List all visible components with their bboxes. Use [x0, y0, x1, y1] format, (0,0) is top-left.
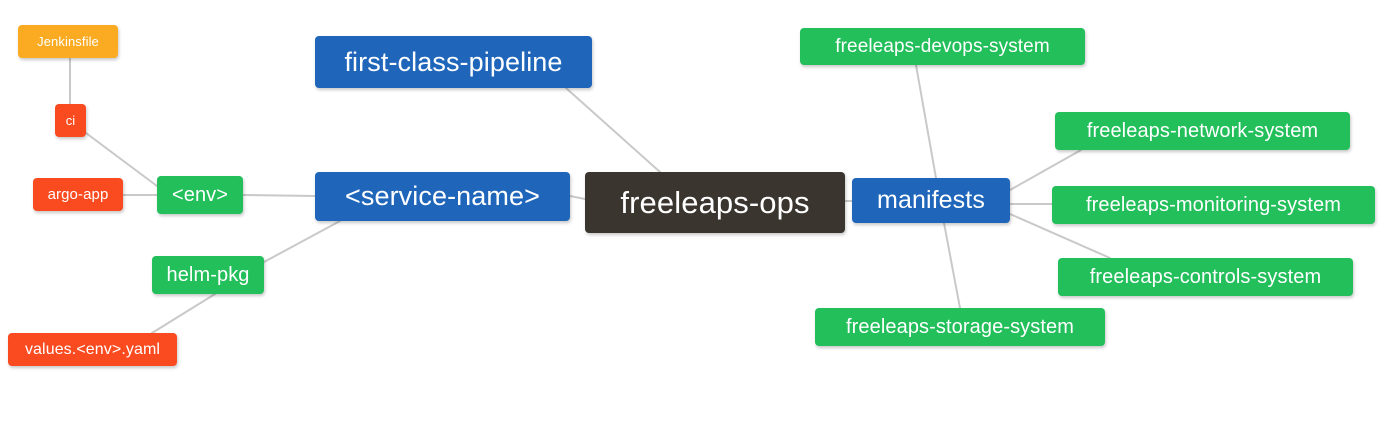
node-label: <service-name> [345, 181, 540, 211]
node-helm-pkg[interactable]: helm-pkg [152, 256, 264, 294]
node-storage-system[interactable]: freeleaps-storage-system [815, 308, 1105, 346]
node-ci[interactable]: ci [55, 104, 86, 137]
node-label: freeleaps-ops [620, 185, 810, 220]
node-label: helm-pkg [166, 264, 250, 286]
edge-values-env-yaml-to-helm-pkg [151, 293, 216, 334]
edge-first-class-pipeline-to-freeleaps-ops [565, 87, 661, 173]
node-jenkinsfile[interactable]: Jenkinsfile [18, 25, 118, 58]
node-label: freeleaps-devops-system [835, 36, 1050, 57]
edge-service-name-to-freeleaps-ops [569, 195, 586, 200]
edge-helm-pkg-to-service-name [263, 220, 341, 263]
node-label: argo-app [47, 186, 109, 203]
node-argo-app[interactable]: argo-app [33, 178, 123, 211]
node-service-name[interactable]: <service-name> [315, 172, 570, 221]
edge-manifests-to-devops-system [915, 64, 937, 179]
node-values-env-yaml[interactable]: values.<env>.yaml [8, 333, 177, 366]
node-freeleaps-ops[interactable]: freeleaps-ops [585, 172, 845, 233]
node-label: <env> [171, 184, 229, 206]
node-label: freeleaps-storage-system [845, 316, 1075, 338]
edge-manifests-to-storage-system [943, 222, 961, 309]
edge-env-to-service-name [242, 194, 316, 197]
node-label: Jenkinsfile [37, 34, 99, 49]
node-label: first-class-pipeline [344, 46, 563, 77]
node-label: ci [65, 113, 76, 128]
node-devops-system[interactable]: freeleaps-devops-system [800, 28, 1085, 65]
node-label: values.<env>.yaml [24, 340, 161, 358]
edge-manifests-to-network-system [1009, 149, 1082, 191]
node-label: freeleaps-controls-system [1089, 266, 1322, 288]
node-network-system[interactable]: freeleaps-network-system [1055, 112, 1350, 150]
node-controls-system[interactable]: freeleaps-controls-system [1058, 258, 1353, 296]
node-label: freeleaps-monitoring-system [1085, 194, 1341, 216]
node-first-class-pipeline[interactable]: first-class-pipeline [315, 36, 592, 88]
node-env[interactable]: <env> [157, 176, 243, 214]
node-manifests[interactable]: manifests [852, 178, 1010, 223]
node-label: freeleaps-network-system [1086, 120, 1319, 142]
node-label: manifests [877, 186, 985, 214]
node-monitoring-system[interactable]: freeleaps-monitoring-system [1052, 186, 1375, 224]
